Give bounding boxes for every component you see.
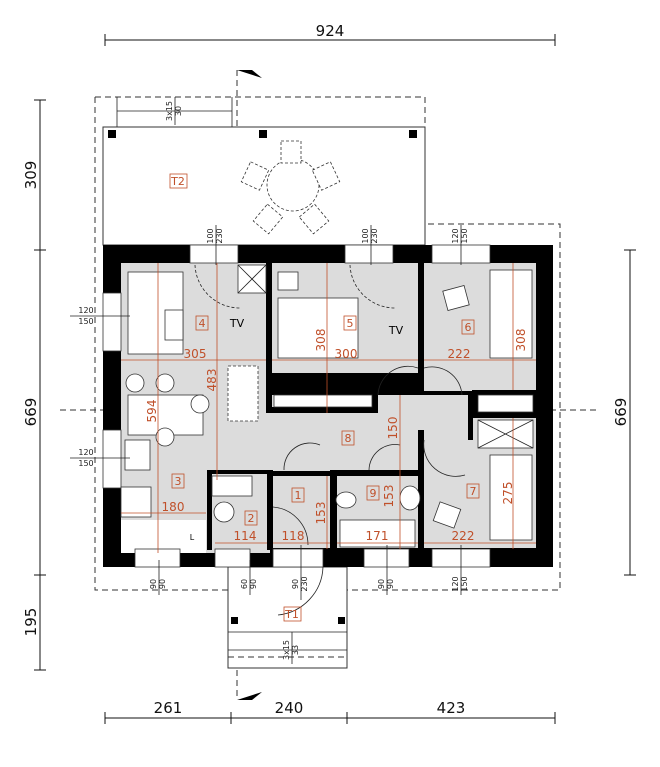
opening-label: 60 — [240, 579, 249, 589]
opening-label: 150 — [78, 317, 93, 326]
dim-room5-width: 300 — [335, 347, 358, 361]
dim-top-width: 924 — [316, 22, 345, 40]
entry-door — [272, 548, 324, 568]
opening-label: 100 — [361, 228, 370, 243]
opening-label: 150 — [78, 459, 93, 468]
roof-outline — [94, 96, 561, 591]
opening-label: 100 — [206, 228, 215, 243]
opening-label: 90 — [249, 579, 258, 589]
dim-room6-depth: 308 — [514, 329, 528, 352]
opening-label: 150 — [460, 228, 469, 243]
dim-room3-depth: 594 — [145, 400, 159, 423]
terrace-t1 — [227, 566, 348, 669]
stove — [120, 486, 152, 518]
dim-right: 669 — [612, 398, 630, 427]
opening-labels: 100 230 100 230 120 150 120 150 120 150 … — [70, 97, 469, 664]
tv-label-living: TV — [229, 317, 245, 330]
dim-room7-width: 222 — [452, 529, 475, 543]
section-arrow-icon — [237, 692, 262, 700]
room-label-1: 1 — [295, 489, 302, 502]
sink — [124, 439, 151, 471]
opening-label: 90 — [291, 579, 300, 589]
dim-left-3: 195 — [22, 608, 40, 637]
chair — [442, 285, 470, 311]
coffee-table — [164, 309, 184, 341]
room-label-7: 7 — [470, 485, 477, 498]
washbasin — [399, 485, 421, 511]
dim-room8-depth: 150 — [386, 417, 400, 440]
opening-label: 120 — [78, 448, 93, 457]
opening-label: 230 — [300, 576, 309, 591]
room-dimension-lines — [121, 263, 536, 553]
furniture — [120, 264, 534, 548]
bed-room-7 — [489, 454, 533, 541]
dim-room1-depth: 153 — [314, 502, 328, 525]
room-label-t2: T2 — [170, 175, 185, 188]
stairs-label: 30 — [174, 106, 183, 116]
dim-room1-width: 118 — [282, 529, 305, 543]
dim-room3-width: 180 — [162, 500, 185, 514]
dimension-lines — [34, 34, 636, 724]
dim-room9-depth: 153 — [382, 485, 396, 508]
room-label-8: 8 — [345, 432, 352, 445]
boiler — [213, 501, 235, 523]
room-label-2: 2 — [248, 512, 255, 525]
dim-left-2: 669 — [22, 398, 40, 427]
bed — [277, 297, 359, 359]
interior-walls — [207, 263, 536, 555]
dim-room4-depth: 483 — [205, 369, 219, 392]
opening-label: 120 — [78, 306, 93, 315]
dim-room9-width: 171 — [366, 529, 389, 543]
dim-bottom-3: 423 — [437, 699, 466, 717]
dim-room4-width: 305 — [184, 347, 207, 361]
room-label-9: 9 — [370, 487, 377, 500]
stairs-label: 3x15 — [282, 640, 291, 660]
toilet — [335, 491, 357, 509]
room-label-4: 4 — [199, 317, 206, 330]
dim-room7-depth: 275 — [501, 482, 515, 505]
dim-bottom-1: 261 — [154, 699, 183, 717]
opening-label: 120 — [451, 228, 460, 243]
dim-room6-width: 222 — [448, 347, 471, 361]
opening-label: 90 — [158, 579, 167, 589]
section-arrow-icon — [237, 70, 262, 78]
opening-label: 230 — [215, 228, 224, 243]
opening-label: 90 — [386, 579, 395, 589]
room-labels: 4 5 6 8 3 1 2 9 7 T2 T1 — [169, 173, 480, 622]
opening-label: 120 — [451, 576, 460, 591]
opening-label: 90 — [149, 579, 158, 589]
dining-table-outdoor — [240, 140, 341, 235]
pantry-label: L — [190, 533, 195, 542]
room-label-3: 3 — [175, 475, 182, 488]
stairs-label: 3x15 — [165, 101, 174, 121]
opening-label: 230 — [370, 228, 379, 243]
stairs-label: 33 — [291, 645, 300, 655]
door-swings — [194, 264, 466, 616]
dim-bottom-2: 240 — [275, 699, 304, 717]
bathtub — [339, 519, 416, 548]
dim-room2-width: 114 — [234, 529, 257, 543]
tv-label-bedroom: TV — [388, 324, 404, 337]
room-label-t1: T1 — [284, 608, 299, 621]
opening-label: 150 — [460, 576, 469, 591]
dim-room5-depth: 308 — [314, 329, 328, 352]
opening-label: 90 — [377, 579, 386, 589]
dim-left-1: 309 — [22, 161, 40, 190]
bed-room-6 — [489, 269, 533, 359]
room-label-6: 6 — [465, 321, 472, 334]
room-label-5: 5 — [347, 317, 354, 330]
